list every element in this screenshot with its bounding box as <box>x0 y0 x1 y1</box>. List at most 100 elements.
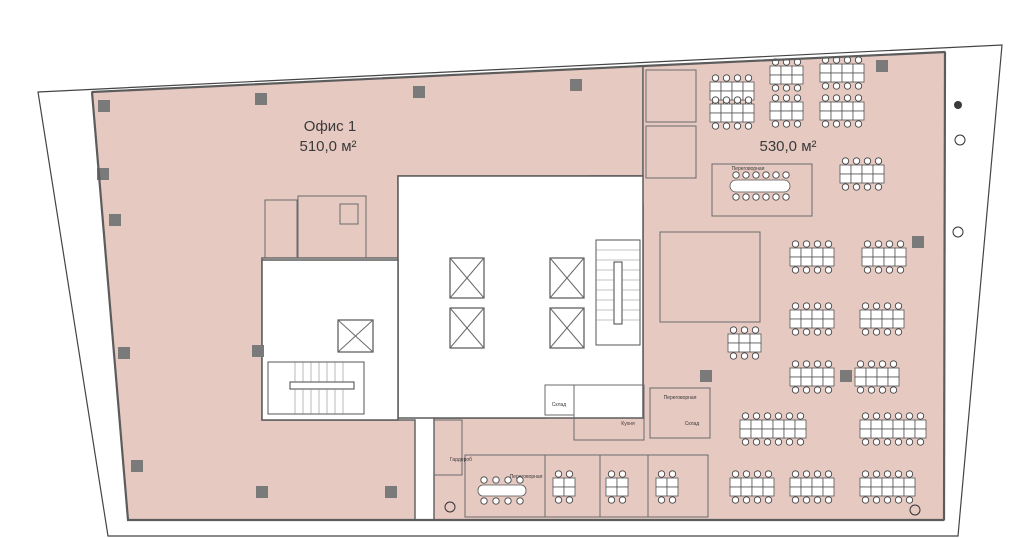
chair-icon <box>711 122 720 130</box>
chair-icon <box>813 496 822 504</box>
desk-icon <box>876 367 889 378</box>
chair-icon <box>863 157 872 165</box>
chair-icon <box>740 352 749 360</box>
desk-icon <box>876 376 889 387</box>
chair-icon <box>854 56 863 64</box>
chair-icon <box>782 193 790 201</box>
desk-icon <box>739 428 752 439</box>
chair-icon <box>752 412 761 420</box>
chair-icon <box>802 328 811 336</box>
meeting-top-label: Переговорная <box>732 166 765 172</box>
desk-icon <box>780 110 793 121</box>
chair-icon <box>492 497 500 505</box>
chair-icon <box>894 302 903 310</box>
desk-icon <box>819 63 832 74</box>
desk-icon <box>772 419 785 430</box>
chair-icon <box>744 74 753 82</box>
desk-icon <box>709 103 722 114</box>
chair-icon <box>843 56 852 64</box>
desk-icon <box>914 419 927 430</box>
chair-icon <box>731 496 740 504</box>
desk-icon <box>822 247 835 258</box>
chair-icon <box>741 412 750 420</box>
desk-icon <box>749 333 762 344</box>
desk-icon <box>750 428 763 439</box>
desk-icon <box>822 376 835 387</box>
chair-icon <box>729 352 738 360</box>
desk-icon <box>859 318 872 329</box>
chair-icon <box>772 171 780 179</box>
desk-icon <box>861 256 874 267</box>
desk-icon <box>789 256 802 267</box>
desk-icon <box>822 486 835 497</box>
chair-icon <box>813 266 822 274</box>
storage-left-room <box>544 384 575 416</box>
chair-icon <box>883 496 892 504</box>
desk-icon <box>861 247 874 258</box>
desk-icon <box>655 477 668 488</box>
desk-icon <box>894 247 907 258</box>
chair-icon <box>813 470 822 478</box>
chair-icon <box>504 476 512 484</box>
desk-icon <box>761 419 774 430</box>
chair-icon <box>861 328 870 336</box>
desk-icon <box>563 477 576 488</box>
desk-icon <box>800 256 813 267</box>
desk-icon <box>892 477 905 488</box>
desk-icon <box>830 63 843 74</box>
office-2-room <box>647 454 709 518</box>
chair-icon <box>607 496 616 504</box>
chair-icon <box>894 470 903 478</box>
desk-icon <box>870 419 883 430</box>
desk-icon <box>780 65 793 76</box>
chair-icon <box>872 470 881 478</box>
desk-icon <box>742 103 755 114</box>
desk-icon <box>841 110 854 121</box>
chair-icon <box>841 157 850 165</box>
desk-icon <box>870 309 883 320</box>
chair-icon <box>763 438 772 446</box>
office-2-room <box>645 125 697 179</box>
chair-icon <box>824 470 833 478</box>
chair-icon <box>782 94 791 102</box>
chair-icon <box>774 412 783 420</box>
chair-icon <box>905 470 914 478</box>
desk-icon <box>563 486 576 497</box>
desk-icon <box>883 247 896 258</box>
desk-icon <box>761 428 774 439</box>
desk-icon <box>791 110 804 121</box>
desk-icon <box>811 367 824 378</box>
column-icon <box>876 60 888 72</box>
desk-icon <box>881 486 894 497</box>
desk-icon <box>854 376 867 387</box>
chair-icon <box>668 496 677 504</box>
chair-icon <box>896 240 905 248</box>
desk-icon <box>872 164 885 175</box>
desk-icon <box>914 428 927 439</box>
wc-block <box>297 195 367 259</box>
chair-icon <box>752 438 761 446</box>
chair-icon <box>863 266 872 274</box>
column-icon <box>912 236 924 248</box>
chair-icon <box>883 470 892 478</box>
desk-icon <box>794 428 807 439</box>
chair-icon <box>861 438 870 446</box>
desk-icon <box>789 309 802 320</box>
plant-icon <box>954 101 962 109</box>
desk-icon <box>870 477 883 488</box>
chair-icon <box>802 470 811 478</box>
desk-icon <box>903 428 916 439</box>
column-icon <box>413 86 425 98</box>
chair-icon <box>774 438 783 446</box>
chair-icon <box>856 360 865 368</box>
desk-icon <box>887 376 900 387</box>
chair-icon <box>802 496 811 504</box>
desk-icon <box>859 419 872 430</box>
desk-icon <box>727 333 740 344</box>
chair-icon <box>764 470 773 478</box>
chair-icon <box>771 120 780 128</box>
chair-icon <box>878 360 887 368</box>
chair-icon <box>824 266 833 274</box>
chair-icon <box>741 438 750 446</box>
chair-icon <box>711 96 720 104</box>
